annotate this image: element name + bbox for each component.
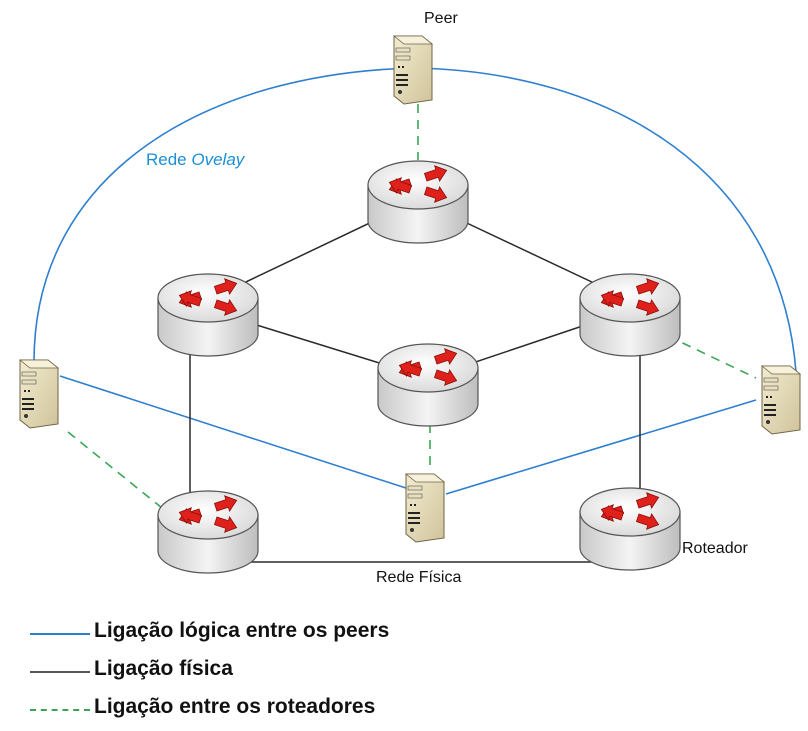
router-center [378, 344, 478, 426]
legend-router-label: Ligação entre os roteadores [94, 695, 376, 718]
legend-router-swatch [30, 709, 90, 711]
router-bottom-left [158, 491, 258, 573]
physical-network-label: Rede Física [376, 569, 462, 586]
peer-left [19, 359, 59, 429]
logical-link-left-center [59, 375, 413, 491]
router-top [368, 161, 468, 243]
router-label: Roteador [682, 540, 748, 557]
router-link-left [67, 431, 163, 509]
legend: Ligação lógica entre os peers Ligação fí… [30, 617, 790, 731]
peer-top [393, 35, 433, 105]
legend-logical-swatch [30, 633, 90, 635]
legend-item-logical: Ligação lógica entre os peers [30, 617, 790, 655]
peer-center [405, 473, 445, 543]
legend-physical-swatch [30, 671, 90, 673]
legend-item-physical: Ligação física [30, 655, 790, 693]
legend-physical-label: Ligação física [94, 657, 233, 680]
router-bottom-right [580, 488, 680, 570]
network-diagram [19, 35, 801, 600]
router-left [158, 274, 258, 356]
legend-item-router: Ligação entre os roteadores [30, 693, 790, 731]
logical-link-center-right [445, 399, 757, 495]
router-link-right [667, 335, 757, 379]
peer-label: Peer [424, 10, 458, 27]
router-right [580, 274, 680, 356]
overlay-network-label: Rede Ovelay [146, 150, 245, 169]
legend-logical-label: Ligação lógica entre os peers [94, 619, 390, 642]
peer-right [761, 365, 801, 435]
